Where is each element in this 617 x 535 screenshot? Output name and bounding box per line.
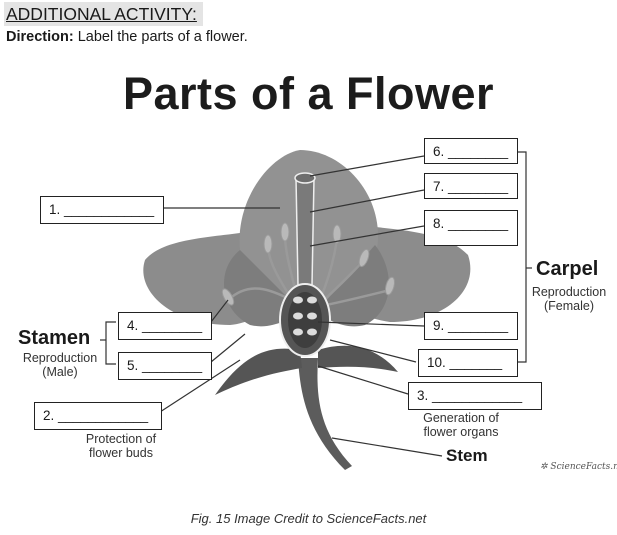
ovules [293,296,317,336]
stamen-subtitle: Reproduction(Male) [10,351,110,379]
carpel-stigma [294,172,316,184]
label-box-3[interactable]: 3. ____________ [408,382,542,410]
sciencefacts-logo: ✲ ScienceFacts.net [540,462,617,472]
label-box-9[interactable]: 9. ________ [424,312,518,340]
logo-text: ScienceFacts.net [550,462,617,472]
stem-title: Stem [446,446,488,465]
stem-shape [298,358,352,470]
direction-body: Label the parts of a flower. [77,29,248,45]
leader-lines [100,151,532,457]
figure-caption: Fig. 15 Image Credit to ScienceFacts.net [190,511,427,526]
label-box-2[interactable]: 2. ____________ [34,402,162,430]
stamen-title: Stamen [18,327,91,349]
direction-text: Direction: Label the parts of a flower. [6,29,248,45]
stamen-sub-line1: Reproduction [22,351,98,365]
generation-line2: flower organs [423,425,499,439]
label-box-5[interactable]: 5. ________ [118,352,212,380]
activity-heading: ADDITIONAL ACTIVITY: [4,2,203,26]
carpel-subtitle: Reproduction(Female) [522,285,616,313]
label-box-6[interactable]: 6. ________ [424,138,518,164]
carpel-title: Carpel [536,258,599,280]
label-box-1[interactable]: 1. ____________ [40,196,164,224]
carpel-style [295,177,315,286]
figure-title: Parts of a Flower [122,68,495,119]
label-box-10[interactable]: 10. _______ [418,349,518,377]
stamen-anthers [221,222,396,306]
sepal-left [215,348,302,395]
stamen-sub-line2: (Male) [42,365,78,379]
carpel-sub-line2: (Female) [543,299,594,313]
direction-label: Direction: [6,29,74,45]
label-box-8[interactable]: 8. ________ [424,210,518,246]
protection-line2: flower buds [89,446,153,460]
label-box-4[interactable]: 4. ________ [118,312,212,340]
carpel-sub-line1: Reproduction [531,285,607,299]
generation-line1: Generation of [423,411,499,425]
protection-line1: Protection of [85,432,157,446]
label-box-7[interactable]: 7. ________ [424,173,518,199]
sepal-right [318,345,398,372]
petal-inner-right [318,245,389,327]
